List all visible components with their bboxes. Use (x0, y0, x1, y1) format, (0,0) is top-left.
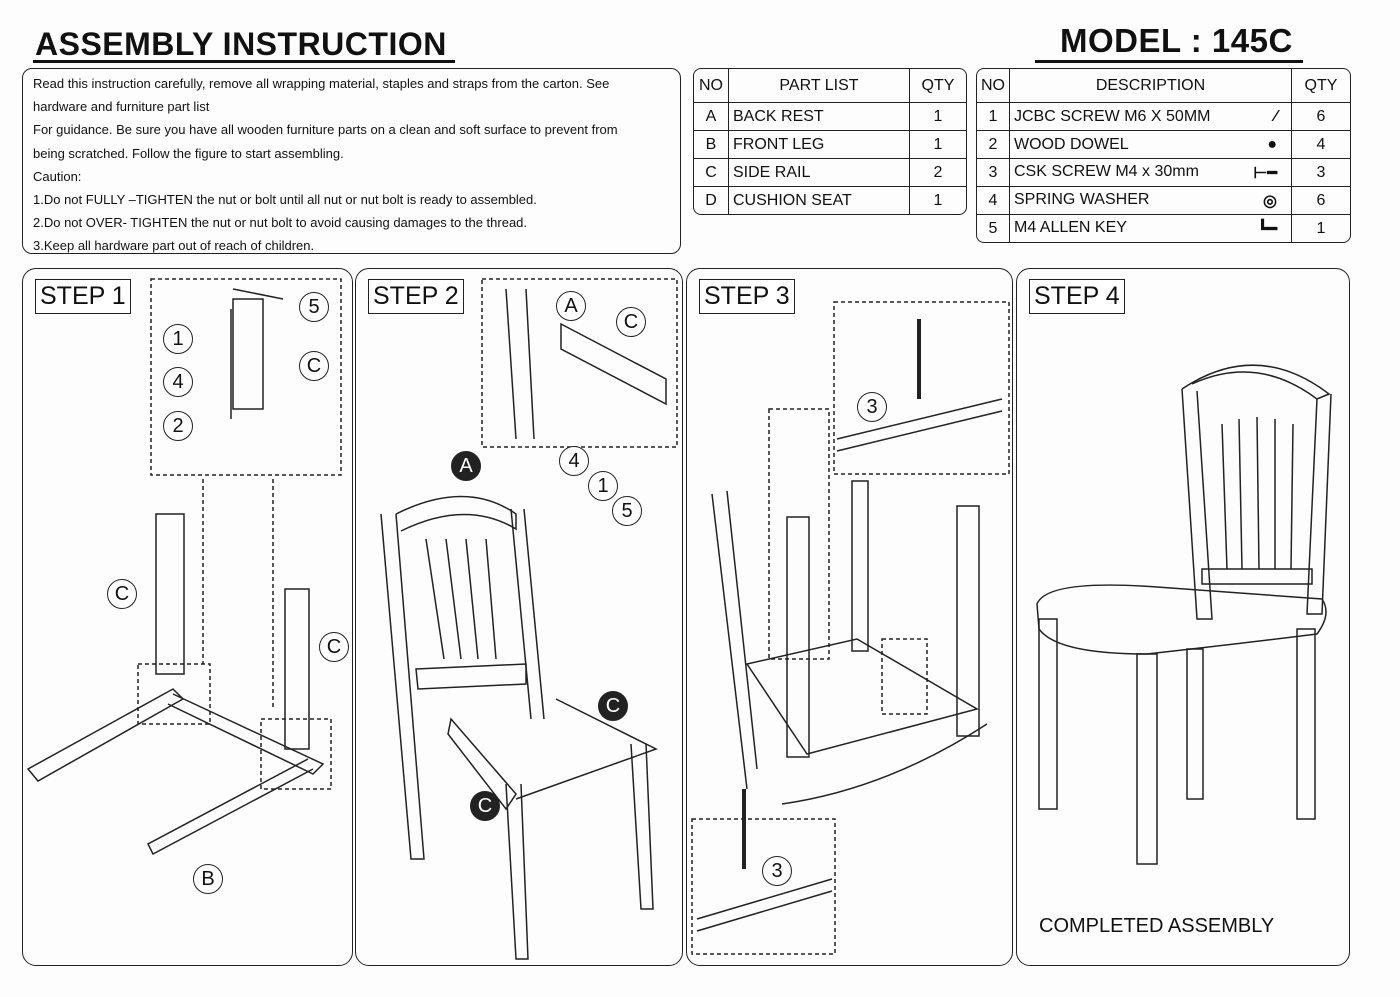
callout: C (616, 307, 646, 337)
part-no: A (694, 103, 729, 131)
step-label: STEP 1 (35, 279, 131, 314)
instruction-line: being scratched. Follow the figure to st… (33, 145, 344, 161)
part-qty: 1 (910, 103, 966, 131)
step-2-diagram (380, 278, 678, 960)
callout: 4 (559, 446, 589, 476)
callout: C (598, 691, 628, 721)
step-label: STEP 2 (368, 279, 464, 314)
callout: 4 (163, 367, 193, 397)
callout: C (319, 632, 349, 662)
part-qty: 1 (910, 131, 966, 159)
callout: 1 (588, 471, 618, 501)
step-3-panel: STEP 3 3 3 (686, 268, 1013, 966)
caution-line: 1.Do not FULLY –TIGHTEN the nut or bolt … (33, 192, 537, 208)
hw-desc: CSK SCREW M4 x 30mm (1014, 162, 1199, 180)
callout: A (556, 291, 586, 321)
part-name: FRONT LEG (729, 131, 910, 159)
callout: 2 (163, 411, 193, 441)
callout: C (470, 791, 500, 821)
header-cell: QTY (1292, 69, 1350, 103)
part-name: BACK REST (729, 103, 910, 131)
washer-icon: ◎ (1263, 192, 1277, 210)
callout: C (107, 579, 137, 609)
hw-no: 1 (977, 103, 1010, 131)
callout: 1 (163, 324, 193, 354)
allen-key-icon: ┗━ (1257, 220, 1277, 238)
hw-qty: 1 (1316, 219, 1326, 237)
hw-qty: 6 (1292, 103, 1350, 131)
hw-no: 3 (977, 159, 1010, 187)
step-1-panel: STEP 1 1 4 2 5 C C C B (22, 268, 353, 966)
hw-no: 5 (977, 215, 1010, 242)
hw-desc: M4 ALLEN KEY (1014, 218, 1127, 236)
part-name: CUSHION SEAT (729, 187, 910, 214)
header-cell: PART LIST (729, 69, 910, 103)
caution-line: 2.Do not OVER- TIGHTEN the nut or nut bo… (33, 215, 528, 231)
model-number: MODEL : 145C (1060, 22, 1293, 59)
header-cell: NO (977, 69, 1010, 103)
callout: 3 (762, 856, 792, 886)
hw-qty: 6 (1292, 187, 1350, 215)
title-underline (33, 60, 455, 63)
hw-desc: WOOD DOWEL (1014, 135, 1129, 153)
callout: A (451, 451, 481, 481)
header-cell: DESCRIPTION (1010, 69, 1292, 103)
hw-qty: 4 (1292, 131, 1350, 159)
header-cell: QTY (910, 69, 966, 103)
part-qty: 1 (933, 191, 943, 209)
instruction-line: Caution: (33, 168, 82, 184)
hw-no: 2 (977, 131, 1010, 159)
callout: 5 (299, 292, 329, 322)
callout: 3 (857, 392, 887, 422)
step-1-diagram (26, 278, 342, 856)
model-underline (1035, 60, 1303, 63)
caution-line: 3.Keep all hardware part out of reach of… (33, 238, 315, 254)
dowel-icon: ● (1267, 135, 1277, 153)
completed-chair-diagram (1036, 364, 1332, 865)
screw-icon: ⁄ (1274, 107, 1277, 125)
part-no: B (694, 131, 729, 159)
step-2-panel: STEP 2 A C 4 1 5 A C C (355, 268, 683, 966)
instruction-line: hardware and furniture part list (33, 99, 210, 115)
step-label: STEP 4 (1029, 279, 1125, 314)
callout: B (193, 864, 223, 894)
part-qty: 2 (910, 159, 966, 187)
csk-screw-icon: ⊢━ (1253, 164, 1277, 182)
document-title: ASSEMBLY INSTRUCTION (35, 26, 447, 62)
hw-desc: SPRING WASHER (1014, 190, 1150, 208)
callout: C (299, 351, 329, 381)
part-no: D (694, 187, 729, 214)
part-no: C (694, 159, 729, 187)
instructions-box: Read this instruction carefully, remove … (22, 68, 681, 254)
hw-qty: 3 (1292, 159, 1350, 187)
hw-desc: JCBC SCREW M6 X 50MM (1014, 107, 1211, 125)
hw-no: 4 (977, 187, 1010, 215)
instruction-line: Read this instruction carefully, remove … (33, 76, 610, 91)
step-label: STEP 3 (699, 279, 795, 314)
completed-assembly-caption: COMPLETED ASSEMBLY (1039, 915, 1275, 937)
part-name: SIDE RAIL (729, 159, 910, 187)
instruction-line: For guidance. Be sure you have all woode… (33, 122, 618, 138)
header-cell: NO (694, 69, 729, 103)
step-3-diagram (691, 301, 1010, 955)
step-4-panel: STEP 4 COMPLETED ASSEMBLY (1016, 268, 1350, 966)
callout: 5 (612, 496, 642, 526)
